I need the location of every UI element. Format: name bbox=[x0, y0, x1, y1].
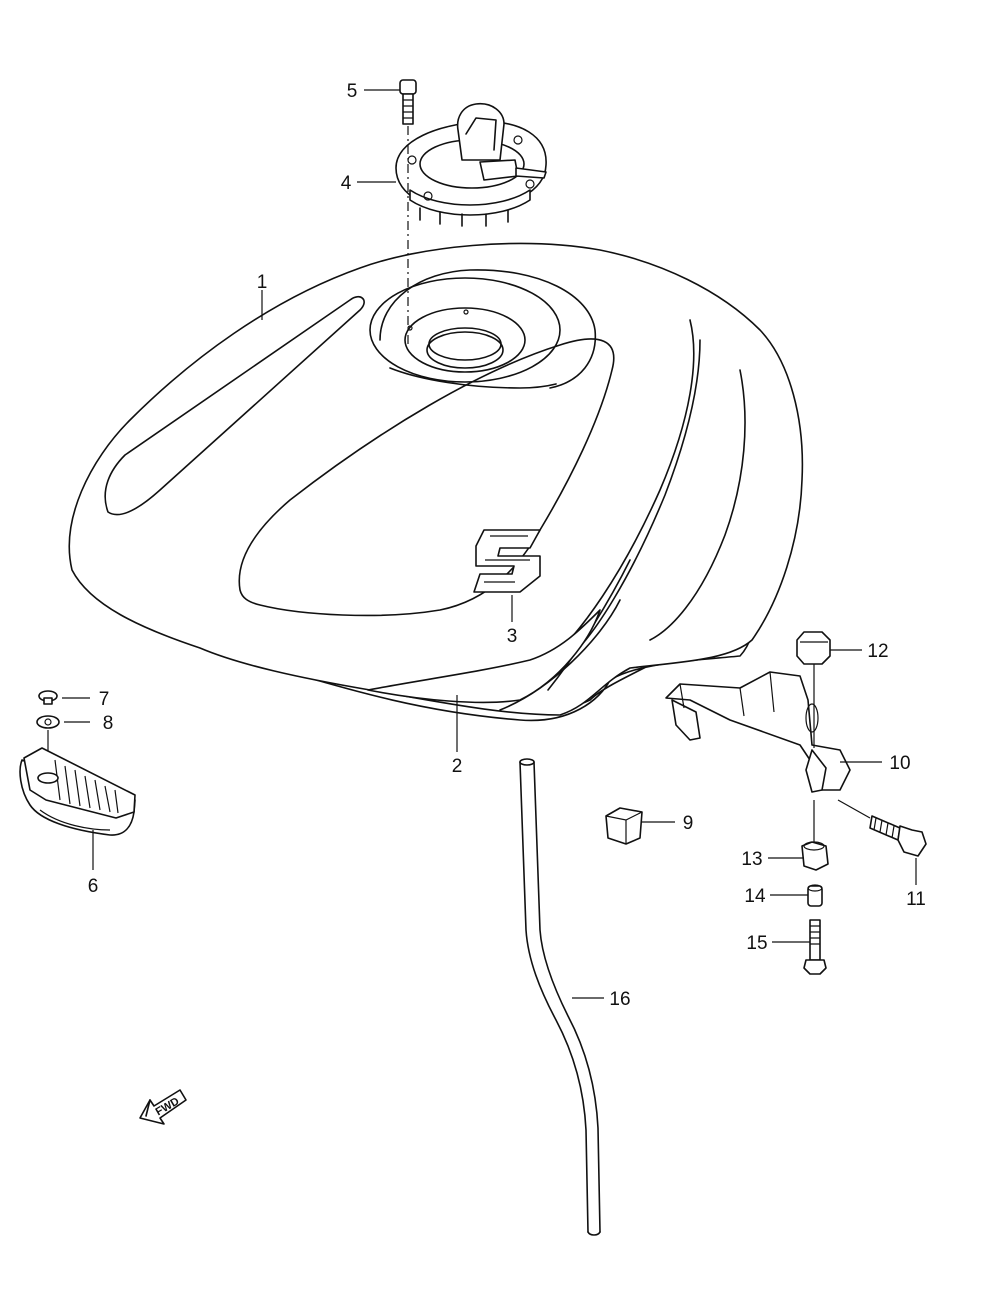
hose-icon bbox=[519, 758, 601, 1236]
fuel-tank-icon bbox=[68, 242, 804, 722]
callout-4: 4 bbox=[341, 173, 352, 194]
bolt-icon bbox=[869, 815, 927, 857]
callout-11: 11 bbox=[906, 889, 926, 910]
callout-3: 3 bbox=[507, 626, 518, 647]
callout-8: 8 bbox=[103, 713, 114, 734]
emblem-icon bbox=[473, 529, 541, 593]
bolt-icon bbox=[399, 79, 417, 125]
bolt-icon bbox=[801, 841, 829, 871]
bracket-icon bbox=[665, 671, 851, 793]
bolt-icon bbox=[803, 919, 827, 975]
callout-13: 13 bbox=[741, 849, 762, 870]
fwd-arrow-icon bbox=[139, 1089, 187, 1125]
callout-16: 16 bbox=[609, 989, 630, 1010]
callout-10: 10 bbox=[889, 753, 910, 774]
callout-7: 7 bbox=[99, 689, 110, 710]
fuel-cap-icon bbox=[395, 102, 547, 227]
bolt-icon bbox=[807, 884, 823, 907]
bolt-icon bbox=[36, 690, 60, 729]
callout-1: 1 bbox=[257, 272, 268, 293]
callout-15: 15 bbox=[746, 933, 767, 954]
callout-12: 12 bbox=[867, 641, 888, 662]
callout-2: 2 bbox=[452, 756, 463, 777]
bolt-icon bbox=[605, 807, 643, 845]
leader-lines bbox=[62, 89, 917, 999]
callout-6: 6 bbox=[88, 876, 99, 897]
bolt-icon bbox=[796, 631, 831, 665]
callout-5: 5 bbox=[347, 81, 358, 102]
callout-9: 9 bbox=[683, 813, 694, 834]
fwd-label: FWD bbox=[154, 1095, 182, 1118]
callout-14: 14 bbox=[744, 886, 766, 907]
heat-shield-icon bbox=[19, 747, 136, 836]
